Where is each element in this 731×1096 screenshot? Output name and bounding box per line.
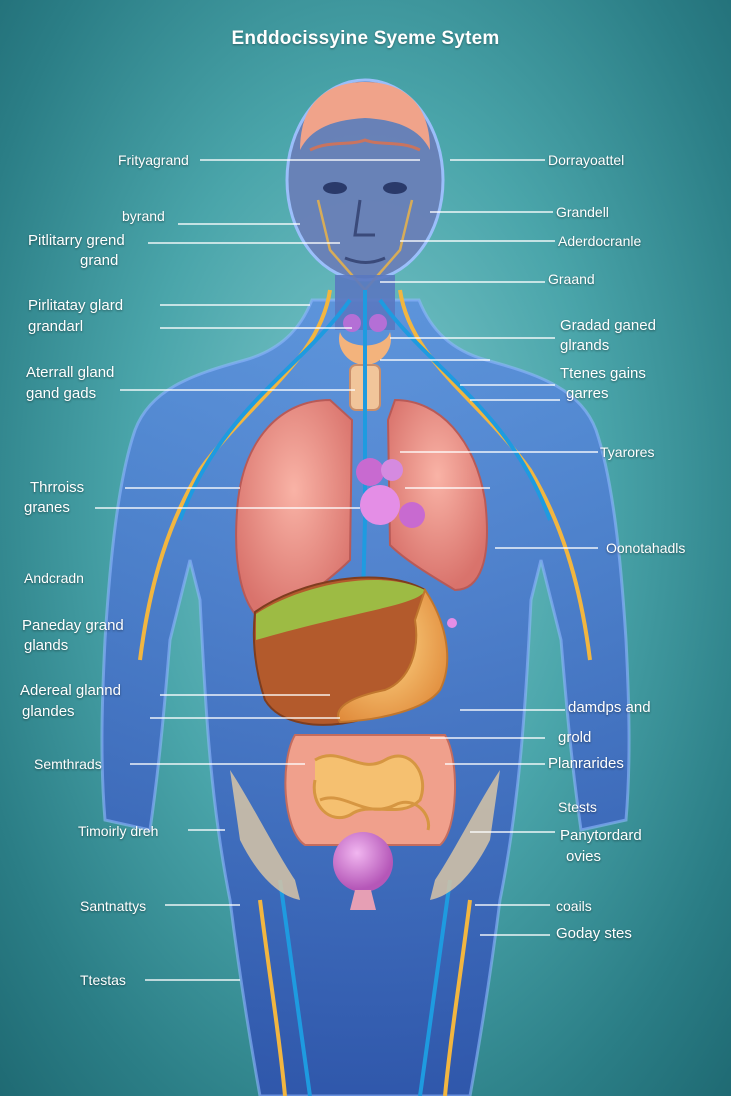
label-right-7: Ttenes gains — [560, 365, 646, 382]
liver — [252, 576, 428, 726]
label-left-15: glandes — [22, 703, 75, 720]
label-left-16: Semthrads — [34, 756, 102, 772]
label-right-3: Aderdocranle — [558, 233, 642, 249]
label-right-14: Stests — [558, 799, 597, 815]
label-left-8: gand gads — [26, 385, 97, 402]
lungs — [235, 398, 488, 627]
stomach — [337, 587, 449, 724]
label-right-11: damdps and — [568, 699, 651, 716]
label-left-4: grand — [80, 252, 119, 269]
label-right-17: coails — [556, 898, 592, 914]
diagram-title: Enddocissyine Syeme Sytem — [231, 28, 500, 49]
intestines — [284, 734, 456, 846]
label-left-5: Pirlitatay glard — [28, 297, 124, 314]
label-left-11: Andcradn — [24, 570, 84, 586]
label-right-9: Tyarores — [600, 444, 655, 460]
label-right-12: grold — [558, 729, 592, 746]
label-left-10: granes — [24, 499, 70, 516]
label-right-15: Panytordard — [560, 827, 642, 844]
label-right-16: ovies — [566, 848, 602, 865]
label-left-18: Santnattys — [80, 898, 147, 914]
label-right-18: Goday stes — [556, 925, 632, 942]
label-left-2: byrand — [122, 208, 165, 224]
bladder — [333, 832, 393, 910]
label-left-6: grandarl — [28, 318, 84, 335]
label-left-9: Thrroiss — [30, 479, 85, 496]
pelvis — [230, 770, 500, 900]
label-right-1: Dorrayoattel — [548, 152, 625, 168]
label-right-2: Grandell — [556, 204, 609, 220]
label-left-13: glands — [24, 637, 69, 654]
label-right-6: glrands — [560, 337, 610, 354]
glands-cluster — [356, 458, 457, 628]
label-left-1: Frityagrand — [118, 152, 189, 168]
label-left-7: Aterrall gland — [26, 364, 115, 381]
label-right-10: Oonotahadls — [606, 540, 686, 556]
label-left-3: Pitlitarry grend — [28, 232, 125, 249]
label-left-14: Adereal glannd — [20, 682, 121, 699]
leader-lines — [95, 159, 598, 981]
head — [285, 78, 445, 292]
label-left-12: Paneday grand — [22, 617, 124, 634]
label-right-8: garres — [566, 385, 609, 402]
label-right-4: Graand — [548, 271, 595, 287]
label-left-17: Timoirly dreh — [78, 823, 159, 839]
label-left-19: Ttestas — [80, 972, 126, 988]
label-right-13: Planrarides — [548, 755, 624, 772]
label-right-5: Gradad ganed — [560, 317, 656, 334]
